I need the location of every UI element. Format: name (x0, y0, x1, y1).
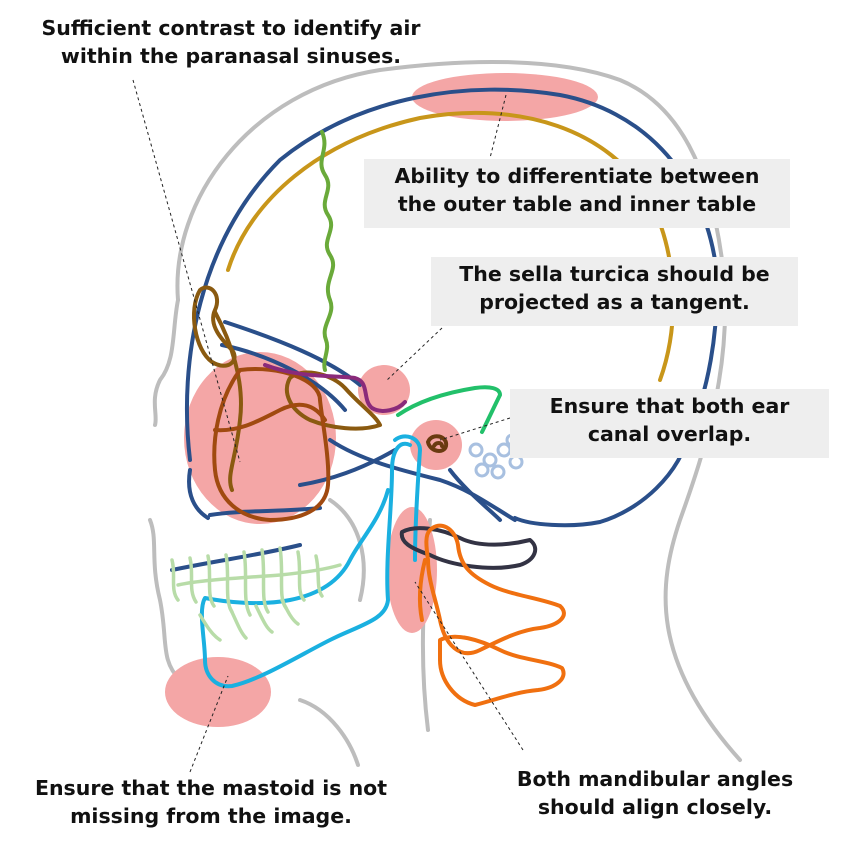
leader-mastoid (189, 675, 229, 773)
sella-turcica-outline (263, 363, 407, 413)
label-paranasal-sinuses: Sufficient contrast to identify air with… (41, 16, 421, 68)
label-mandibular-angles: Both mandibular angles should align clos… (516, 767, 794, 819)
leader-ear (439, 417, 511, 441)
highlight-sella-turcica (358, 365, 410, 415)
teeth-outline (170, 546, 342, 642)
skull-inner-table (226, 110, 676, 382)
leader-sella (385, 327, 443, 382)
ear-canal-outline (426, 434, 449, 453)
label-skull-table: Ability to differentiate between the out… (364, 159, 790, 228)
mandible-outline (199, 441, 412, 689)
leader-lines (132, 79, 524, 773)
cervical-spine-outline (417, 523, 566, 707)
leader-table (489, 94, 507, 159)
label-mastoid: Ensure that the mastoid is not missing f… (34, 776, 388, 828)
maxillary-sinus-outline (212, 367, 331, 522)
coronal-suture (319, 130, 336, 372)
label-sella-turcica: The sella turcica should be projected as… (431, 257, 798, 326)
highlight-paranasal-sinuses (184, 352, 336, 524)
label-ear-canal: Ensure that both ear canal overlap. (510, 389, 829, 458)
highlight-mandibular-angle (387, 507, 437, 633)
leader-sinuses (132, 79, 241, 463)
leader-mandible (414, 581, 524, 751)
highlight-mastoid (165, 657, 271, 727)
sphenoid-outline (396, 385, 502, 434)
